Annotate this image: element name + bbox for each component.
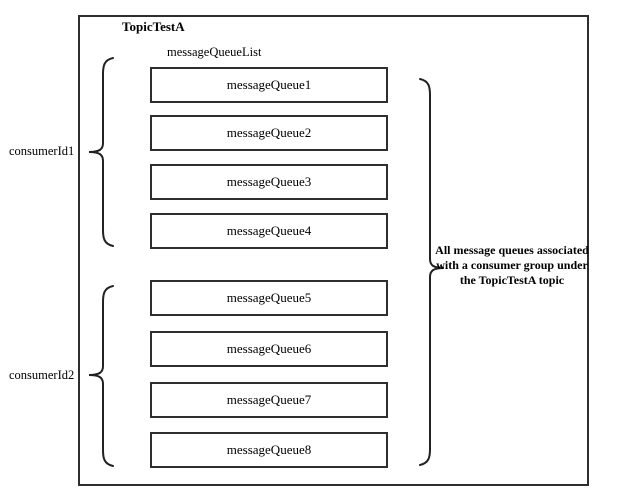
queue-box-4: messageQueue4 [150, 213, 388, 249]
consumer-group-1-label: consumerId1 [9, 144, 75, 158]
annotation-line-1: All message queues associated [435, 243, 589, 257]
consumer-group-2-label: consumerId2 [9, 368, 75, 382]
queue-box-5: messageQueue5 [150, 280, 388, 316]
consumer-group-2-brace-icon [88, 285, 114, 467]
all-queues-brace-icon [419, 78, 445, 466]
annotation-line-3: the TopicTestA topic [459, 273, 565, 287]
queue-box-8: messageQueue8 [150, 432, 388, 468]
queue-list-label: messageQueueList [167, 45, 262, 59]
queue-box-1: messageQueue1 [150, 67, 388, 103]
consumer-group-1-brace-icon [88, 57, 114, 247]
annotation-text: All message queues associated with a con… [434, 243, 590, 288]
annotation-line-2: with a consumer group under [436, 258, 588, 272]
queue-box-3: messageQueue3 [150, 164, 388, 200]
queue-box-7: messageQueue7 [150, 382, 388, 418]
queue-box-6: messageQueue6 [150, 331, 388, 367]
queue-box-2: messageQueue2 [150, 115, 388, 151]
topic-title: TopicTestA [122, 19, 185, 34]
